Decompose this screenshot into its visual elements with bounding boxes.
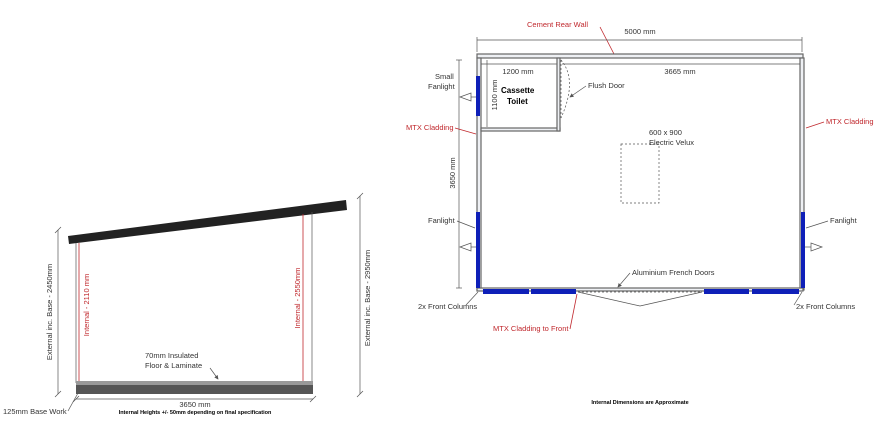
- toilet-label-2: Toilet: [507, 97, 528, 106]
- small-fanlight-arrow-icon: [458, 92, 472, 102]
- fanlight-right-label: Fanlight: [830, 216, 858, 225]
- small-fanlight-label-1: Small: [435, 72, 454, 81]
- side-elevation: External inc. Base - 2450mm Internal - 2…: [3, 192, 372, 416]
- roof: [68, 200, 347, 244]
- front-wall-plan: [476, 287, 804, 292]
- velux-label-1: 600 x 900: [649, 128, 682, 137]
- toilet-width-label: 1200 mm: [502, 67, 533, 76]
- front-cladding-right-1: [704, 289, 749, 294]
- internal-left-label: Internal - 2110 mm: [82, 274, 91, 336]
- depth-label: 3650 mm: [448, 157, 457, 188]
- base-work: [76, 385, 313, 394]
- toilet-depth-label: 1100 mm: [490, 80, 499, 111]
- width-label: 3650 mm: [179, 400, 210, 409]
- floor-plan: Cement Rear Wall 5000 mm 1200 mm 3665 mm…: [406, 20, 874, 406]
- toilet-label-1: Cassette: [501, 86, 535, 95]
- internal-heights-note: Internal Heights +/- 50mm depending on f…: [119, 410, 272, 416]
- french-door-swing-right: [639, 291, 703, 307]
- french-doors-label: Aluminium French Doors: [632, 268, 715, 277]
- rear-wall-label: Cement Rear Wall: [527, 20, 588, 29]
- velux-label-2: Electric Velux: [649, 138, 694, 147]
- front-columns-right-label: 2x Front Columns: [796, 302, 855, 311]
- front-cladding-left-1: [483, 289, 529, 294]
- external-left-label: External inc. Base - 2450mm: [45, 264, 54, 360]
- floor-label-1: 70mm Insulated: [145, 351, 198, 360]
- floor-label-2: Floor & Laminate: [145, 361, 202, 370]
- fanlight-left-arrow-icon: [458, 242, 472, 252]
- toilet-wall-side: [556, 57, 561, 132]
- cladding-front-label: MTX Cladding to Front: [493, 324, 569, 333]
- velux-outline: [620, 143, 660, 204]
- internal-right-label: Internal - 2550mm: [293, 268, 302, 329]
- small-fanlight-label-2: Fanlight: [428, 82, 456, 91]
- french-door-swing-left: [577, 291, 641, 307]
- floor-slab: [76, 381, 313, 385]
- overall-width-label: 5000 mm: [624, 27, 655, 36]
- base-label: 125mm Base Work: [3, 407, 67, 416]
- small-fanlight-window: [476, 76, 480, 116]
- left-fanlight-window: [476, 212, 480, 288]
- internal-dimensions-note: Internal Dimensions are Approximate: [591, 400, 688, 406]
- toilet-wall-bottom: [480, 127, 561, 132]
- main-width-label: 3665 mm: [664, 67, 695, 76]
- front-columns-left-label: 2x Front Columns: [418, 302, 477, 311]
- fanlight-left-label: Fanlight: [428, 216, 456, 225]
- flush-door-label: Flush Door: [588, 81, 625, 90]
- right-fanlight-window: [801, 212, 805, 288]
- external-right-label: External inc. Base - 2950mm: [363, 250, 372, 346]
- front-cladding-right-2: [752, 289, 799, 294]
- rear-wall: [476, 53, 804, 59]
- fanlight-right-arrow-icon: [810, 242, 824, 252]
- cladding-left-label: MTX Cladding: [406, 123, 454, 132]
- cladding-right-label: MTX Cladding: [826, 117, 874, 126]
- front-cladding-left-2: [531, 289, 576, 294]
